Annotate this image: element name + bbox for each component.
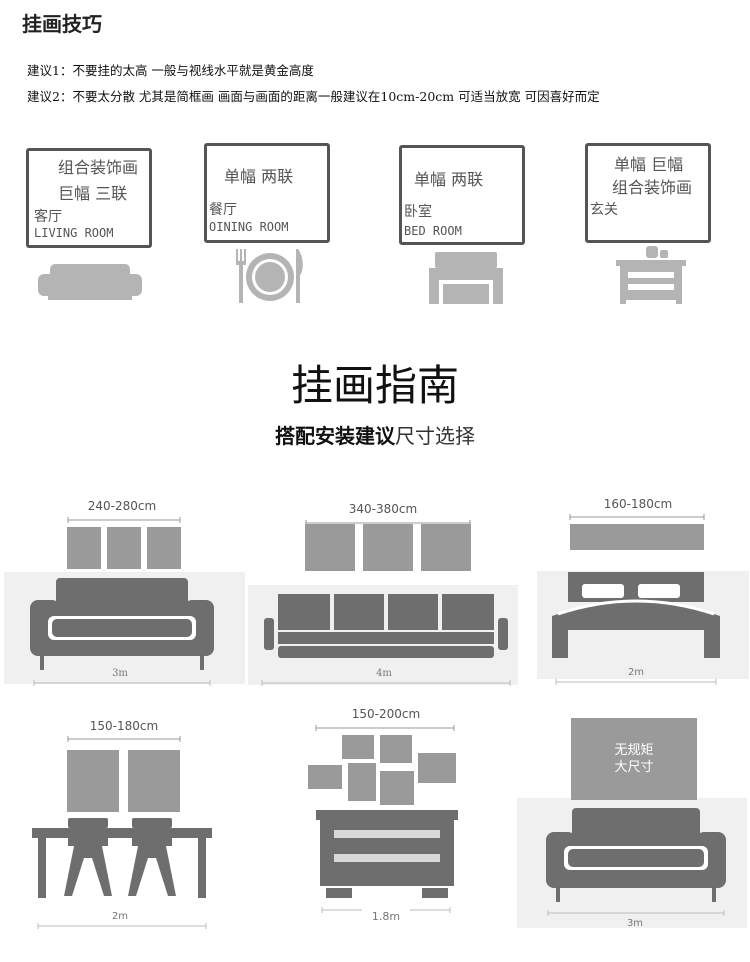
- width-arrow: [33, 680, 211, 686]
- guide-subtitle-bold: 搭配安装建议: [275, 424, 395, 448]
- artwork-gallery-wall: [308, 735, 456, 805]
- bed-width-label: 2m: [627, 667, 645, 678]
- artwork-label-line1: 无规矩: [614, 743, 654, 758]
- artwork-triptych: [305, 524, 471, 571]
- art-size-label: 240-280cm: [87, 499, 157, 513]
- size-arrow: [67, 517, 181, 523]
- width-arrow: [261, 680, 511, 686]
- plate-cutlery-icon: [236, 249, 303, 303]
- room-frame: [585, 143, 711, 243]
- sofa-illustration: [30, 578, 214, 670]
- cabinet-width-label: 1.8m: [371, 910, 401, 923]
- tip-2: 建议2：不要太分散 尤其是简框画 画面与画面的距离一般建议在10cm-20cm …: [27, 89, 600, 104]
- dining-table-illustration: [32, 818, 212, 898]
- room-name-en: BED ROOM: [404, 224, 462, 238]
- artwork-banner: [570, 524, 704, 550]
- artwork-large-label: 无规矩 大尺寸: [571, 742, 697, 776]
- size-arrow: [67, 736, 181, 742]
- room-name-cn: 玄关: [590, 202, 618, 218]
- guide-title: 挂画指南: [290, 361, 459, 410]
- room-suggestion-line1: 单幅 巨幅: [614, 155, 684, 174]
- room-suggestion-line1: 组合装饰画: [58, 158, 139, 177]
- guide-subtitle-light: 尺寸选择: [395, 424, 475, 448]
- bed-illustration: [552, 572, 720, 658]
- width-arrow: [37, 923, 207, 929]
- page-title: 挂画技巧: [22, 12, 102, 36]
- room-frame: [26, 148, 152, 248]
- room-frame: [204, 143, 330, 243]
- table-width-label: 2m: [111, 911, 129, 922]
- cabinet-illustration: [316, 810, 458, 898]
- cabinet-icon: [616, 246, 686, 304]
- room-suggestion-line1: 单幅 两联: [414, 170, 484, 189]
- sofa-width-label: 3m: [112, 668, 128, 679]
- room-name-en: LIVING ROOM: [34, 226, 114, 240]
- room-frame: [399, 145, 525, 245]
- guide-subtitle: 搭配安装建议尺寸选择: [0, 420, 750, 449]
- art-size-label: 160-180cm: [603, 497, 673, 511]
- bed-icon: [429, 252, 503, 304]
- room-suggestion-line2: 组合装饰画: [612, 178, 693, 197]
- size-arrow: [569, 514, 705, 520]
- sofa-illustration: [546, 808, 726, 902]
- width-arrow: [555, 679, 717, 685]
- room-suggestion-line1: 单幅 两联: [224, 167, 294, 186]
- artwork-triptych: [67, 527, 181, 569]
- width-arrow: [321, 907, 451, 913]
- artwork-diptych: [67, 750, 180, 812]
- room-name-en: OINING ROOM: [209, 220, 289, 234]
- width-arrow: [547, 910, 725, 916]
- art-size-label: 150-180cm: [89, 719, 159, 733]
- art-size-label: 340-380cm: [348, 502, 418, 516]
- room-name-cn: 卧室: [404, 204, 432, 220]
- size-arrow: [315, 725, 455, 731]
- artwork-label-line2: 大尺寸: [614, 760, 654, 775]
- room-name-cn: 客厅: [34, 209, 62, 225]
- tip-1: 建议1：不要挂的太高 一般与视线水平就是黄金高度: [27, 63, 314, 78]
- sofa-illustration: [264, 594, 508, 658]
- sofa-icon: [38, 264, 142, 300]
- art-size-label: 150-200cm: [351, 707, 421, 721]
- artwork-large: [571, 718, 697, 800]
- room-suggestion-line2: 巨幅 三联: [58, 184, 128, 203]
- sofa-width-label: 3m: [626, 918, 644, 929]
- room-name-cn: 餐厅: [209, 202, 237, 218]
- sofa-width-label: 4m: [376, 668, 392, 679]
